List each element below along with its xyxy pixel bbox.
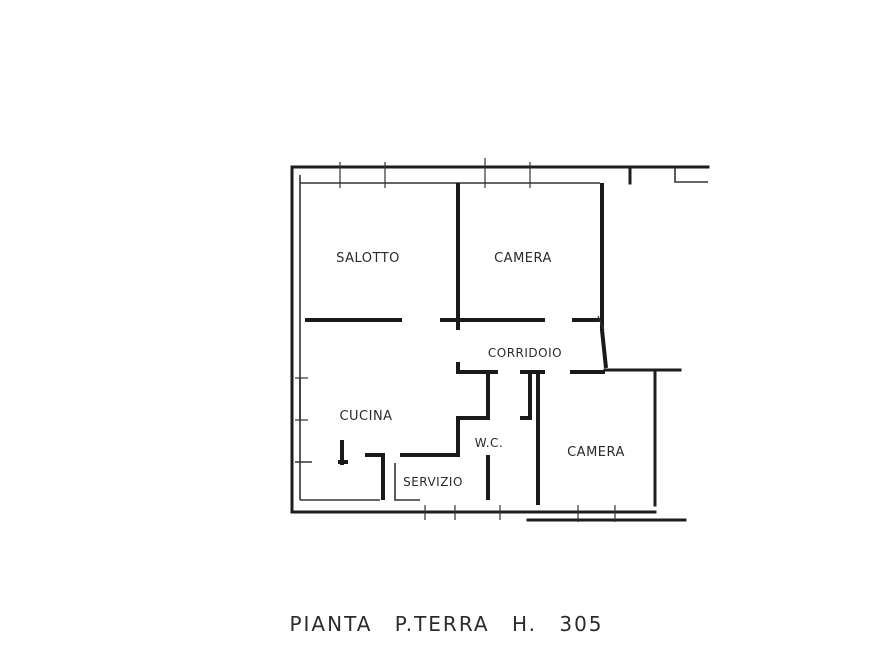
wall-ticks — [295, 158, 616, 522]
outer-walls — [290, 165, 710, 522]
room-label-corridoio: CORRIDOIO — [488, 346, 562, 360]
room-label-camera-bottom: CAMERA — [567, 445, 625, 460]
room-label-cucina: CUCINA — [339, 409, 392, 424]
room-label-salotto: SALOTTO — [336, 251, 400, 266]
interior-walls — [295, 183, 608, 505]
room-label-servizio: SERVIZIO — [403, 475, 463, 489]
room-label-camera-top: CAMERA — [494, 251, 552, 266]
room-label-wc: W.C. — [475, 436, 504, 450]
plan-caption: PIANTA P.TERRA H. 305 — [289, 612, 604, 636]
